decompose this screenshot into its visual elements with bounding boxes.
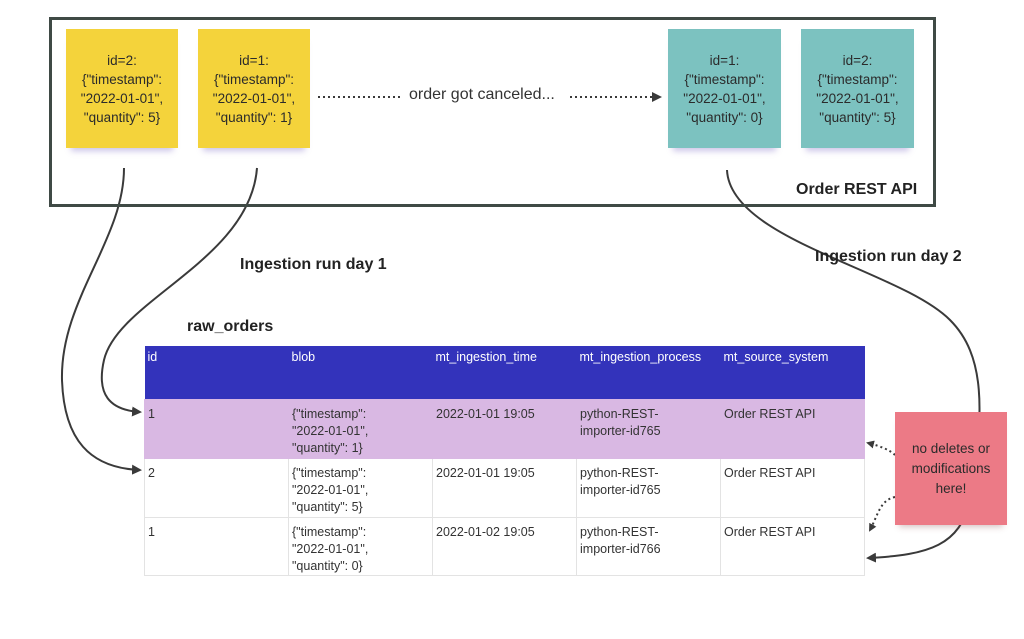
column-header-ingestion-process: mt_ingestion_process — [576, 346, 721, 399]
note-line: id=1: — [239, 52, 269, 68]
note-line: {"timestamp": — [81, 71, 163, 87]
blob-line: "quantity": 5} — [292, 499, 363, 514]
callout-line: no deletes or — [911, 440, 991, 456]
note-line: id=2: — [842, 52, 873, 68]
cell-blob: {"timestamp": "2022-01-01", "quantity": … — [288, 457, 433, 518]
process-line: importer-id765 — [580, 423, 661, 438]
cell-ingestion-time: 2022-01-01 19:05 — [432, 398, 577, 459]
table-header-row: id blob mt_ingestion_time mt_ingestion_p… — [144, 346, 865, 399]
blob-line: "quantity": 1} — [292, 440, 363, 455]
note-line: "quantity": 1} — [215, 109, 293, 125]
no-deletes-callout-note: no deletes or modifications here! — [895, 412, 1007, 525]
day1-arrow-id1 — [100, 167, 258, 417]
table-row: 1 {"timestamp": "2022-01-01", "quantity"… — [144, 516, 865, 576]
cell-id: 2 — [144, 457, 289, 518]
process-line: python-REST- — [580, 465, 659, 480]
callout-line: here! — [935, 480, 967, 496]
day1-arrow-id2 — [60, 167, 142, 475]
process-line: python-REST- — [580, 524, 659, 539]
blob-line: {"timestamp": — [292, 406, 367, 421]
blob-line: "2022-01-01", — [292, 482, 369, 497]
note-line: "quantity": 5} — [819, 109, 896, 125]
day2-arrow — [726, 169, 981, 563]
column-header-blob: blob — [288, 346, 433, 399]
blob-line: "quantity": 0} — [292, 558, 363, 573]
note-line: "quantity": 0} — [686, 109, 763, 125]
ingestion-day2-label: Ingestion run day 2 — [815, 248, 962, 265]
ingestion-day1-label: Ingestion run day 1 — [240, 256, 387, 273]
order-rest-api-label: Order REST API — [796, 181, 918, 198]
cell-ingestion-process: python-REST- importer-id765 — [576, 457, 721, 518]
order-canceled-label: order got canceled... — [407, 86, 557, 104]
callout-pointer-1 — [866, 440, 896, 456]
cell-ingestion-process: python-REST- importer-id765 — [576, 398, 721, 459]
note-line: id=2: — [107, 52, 137, 68]
sticky-note-after-id2: id=2: {"timestamp": "2022-01-01", "quant… — [801, 29, 914, 148]
table-row: 2 {"timestamp": "2022-01-01", "quantity"… — [144, 457, 865, 518]
cell-source-system: Order REST API — [720, 457, 865, 518]
table-title: raw_orders — [187, 318, 274, 335]
blob-line: "2022-01-01", — [292, 541, 369, 556]
cell-id: 1 — [144, 398, 289, 459]
cell-ingestion-time: 2022-01-01 19:05 — [432, 457, 577, 518]
blob-line: "2022-01-01", — [292, 423, 369, 438]
note-line: "2022-01-01", — [212, 90, 296, 106]
sticky-note-before-id2: id=2: {"timestamp": "2022-01-01", "quant… — [66, 29, 178, 148]
cell-ingestion-time: 2022-01-02 19:05 — [432, 516, 577, 576]
order-rest-api-frame — [49, 17, 936, 207]
cell-blob: {"timestamp": "2022-01-01", "quantity": … — [288, 516, 433, 576]
note-line: "2022-01-01", — [683, 90, 766, 106]
sticky-note-before-id1: id=1: {"timestamp": "2022-01-01", "quant… — [198, 29, 310, 148]
callout-line: modifications — [911, 460, 991, 476]
cell-source-system: Order REST API — [720, 398, 865, 459]
sticky-note-after-id1: id=1: {"timestamp": "2022-01-01", "quant… — [668, 29, 781, 148]
cell-ingestion-process: python-REST- importer-id766 — [576, 516, 721, 576]
raw-orders-table: id blob mt_ingestion_time mt_ingestion_p… — [144, 346, 865, 576]
note-line: {"timestamp": — [684, 71, 765, 87]
cell-id: 1 — [144, 516, 289, 576]
column-header-source-system: mt_source_system — [720, 346, 865, 399]
process-line: python-REST- — [580, 406, 659, 421]
cell-source-system: Order REST API — [720, 516, 865, 576]
process-line: importer-id765 — [580, 482, 661, 497]
column-header-id: id — [144, 346, 289, 399]
blob-line: {"timestamp": — [292, 524, 367, 539]
cell-blob: {"timestamp": "2022-01-01", "quantity": … — [288, 398, 433, 459]
note-line: id=1: — [709, 52, 740, 68]
note-line: {"timestamp": — [817, 71, 898, 87]
table-row: 1 {"timestamp": "2022-01-01", "quantity"… — [144, 398, 865, 459]
callout-pointer-2 — [869, 496, 896, 532]
note-line: "2022-01-01", — [80, 90, 164, 106]
process-line: importer-id766 — [580, 541, 661, 556]
column-header-ingestion-time: mt_ingestion_time — [432, 346, 577, 399]
note-line: "quantity": 5} — [83, 109, 161, 125]
blob-line: {"timestamp": — [292, 465, 367, 480]
note-line: "2022-01-01", — [816, 90, 899, 106]
note-line: {"timestamp": — [213, 71, 295, 87]
